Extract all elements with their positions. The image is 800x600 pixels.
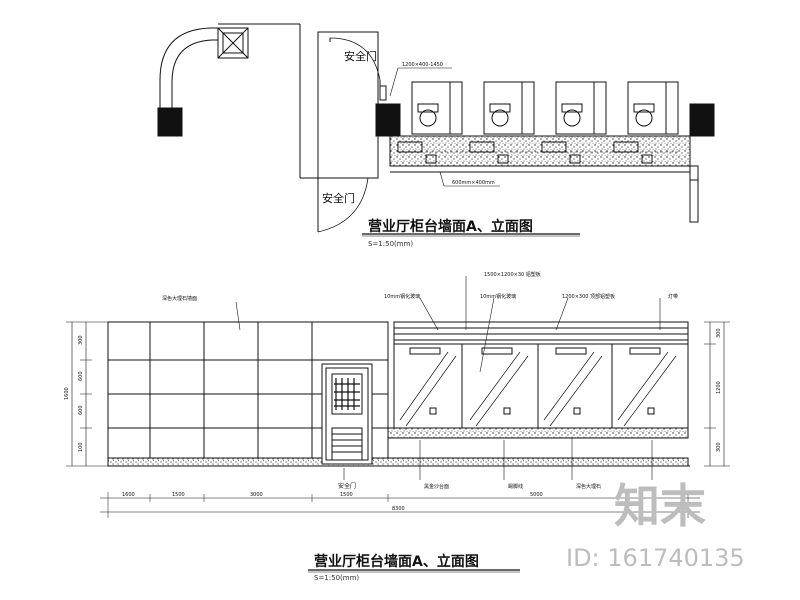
workstation-1 [397,81,463,164]
bottom-dim-4: 1500 [340,492,353,498]
workstation-2 [469,81,535,164]
bottom-door-label: 安全门 [338,482,356,490]
bottom-dim-2: 1500 [172,492,185,498]
left-dim-total: 1600 [64,387,70,400]
plan-door-top-label: 安全门 [344,49,377,63]
elevation-scale: S=1:50(mm) [314,574,360,582]
callout-panel: 1200×300 顶部铝塑板 [562,293,615,300]
bottom-base-label: 踢脚线 [508,483,523,490]
watermark-logo: 知末 [614,479,706,533]
glass-counter [393,343,689,429]
floor-base [107,457,689,467]
callout-glass: 10mm钢化玻璃 [384,293,420,300]
bottom-dim-total: 8300 [392,506,405,512]
callout-wall: 深色大理石墙面 [162,295,197,302]
column-mid [375,103,401,137]
callout-panel-2: 10mm钢化玻璃 [480,293,516,300]
callout-light: 灯带 [668,293,678,300]
ventilation-box [217,27,249,59]
left-dim-2: 600 [78,371,84,381]
bottom-dim-5: 5000 [530,492,543,498]
plan-title: 营业厅柜台墙面A、立面图 [368,219,533,235]
right-dim-3: 300 [716,442,722,452]
column-left [157,107,183,137]
left-dim-3: 600 [78,405,84,415]
plan-door-bottom-label: 安全门 [322,191,355,205]
plan-note-top: 1200×400-1450 [402,62,443,68]
bottom-right-label: 深色大理石 [576,483,601,490]
curved-duct [159,27,218,108]
bottom-dim-1: 1600 [122,492,135,498]
right-dim-2: 1200 [716,381,722,394]
left-dim-1: 300 [78,335,84,345]
elevation-title: 营业厅柜台墙面A、立面图 [314,554,479,570]
plan-view [157,23,715,233]
right-dim-1: 300 [716,328,722,338]
callout-top: 1500×1200×30 铝塑板 [484,271,541,278]
watermark-id: ID: 161740135 [566,544,745,572]
column-right [689,103,715,137]
door-swing-bottom [317,177,369,233]
counter-plan [389,135,691,167]
counter-base [387,427,689,439]
bottom-counter-label: 黑金沙台面 [424,483,449,490]
workstation-3 [541,81,607,164]
plan-note-bottom: 600mm×400mm [452,180,495,186]
left-dim-4: 100 [78,442,84,452]
bottom-dim-3: 3000 [250,492,263,498]
elevation-view [66,276,730,518]
door-swing-top [329,37,381,81]
plan-scale: S=1:50(mm) [368,240,414,248]
security-room [317,31,379,179]
top-panel [393,321,689,345]
workstation-4 [613,81,679,164]
